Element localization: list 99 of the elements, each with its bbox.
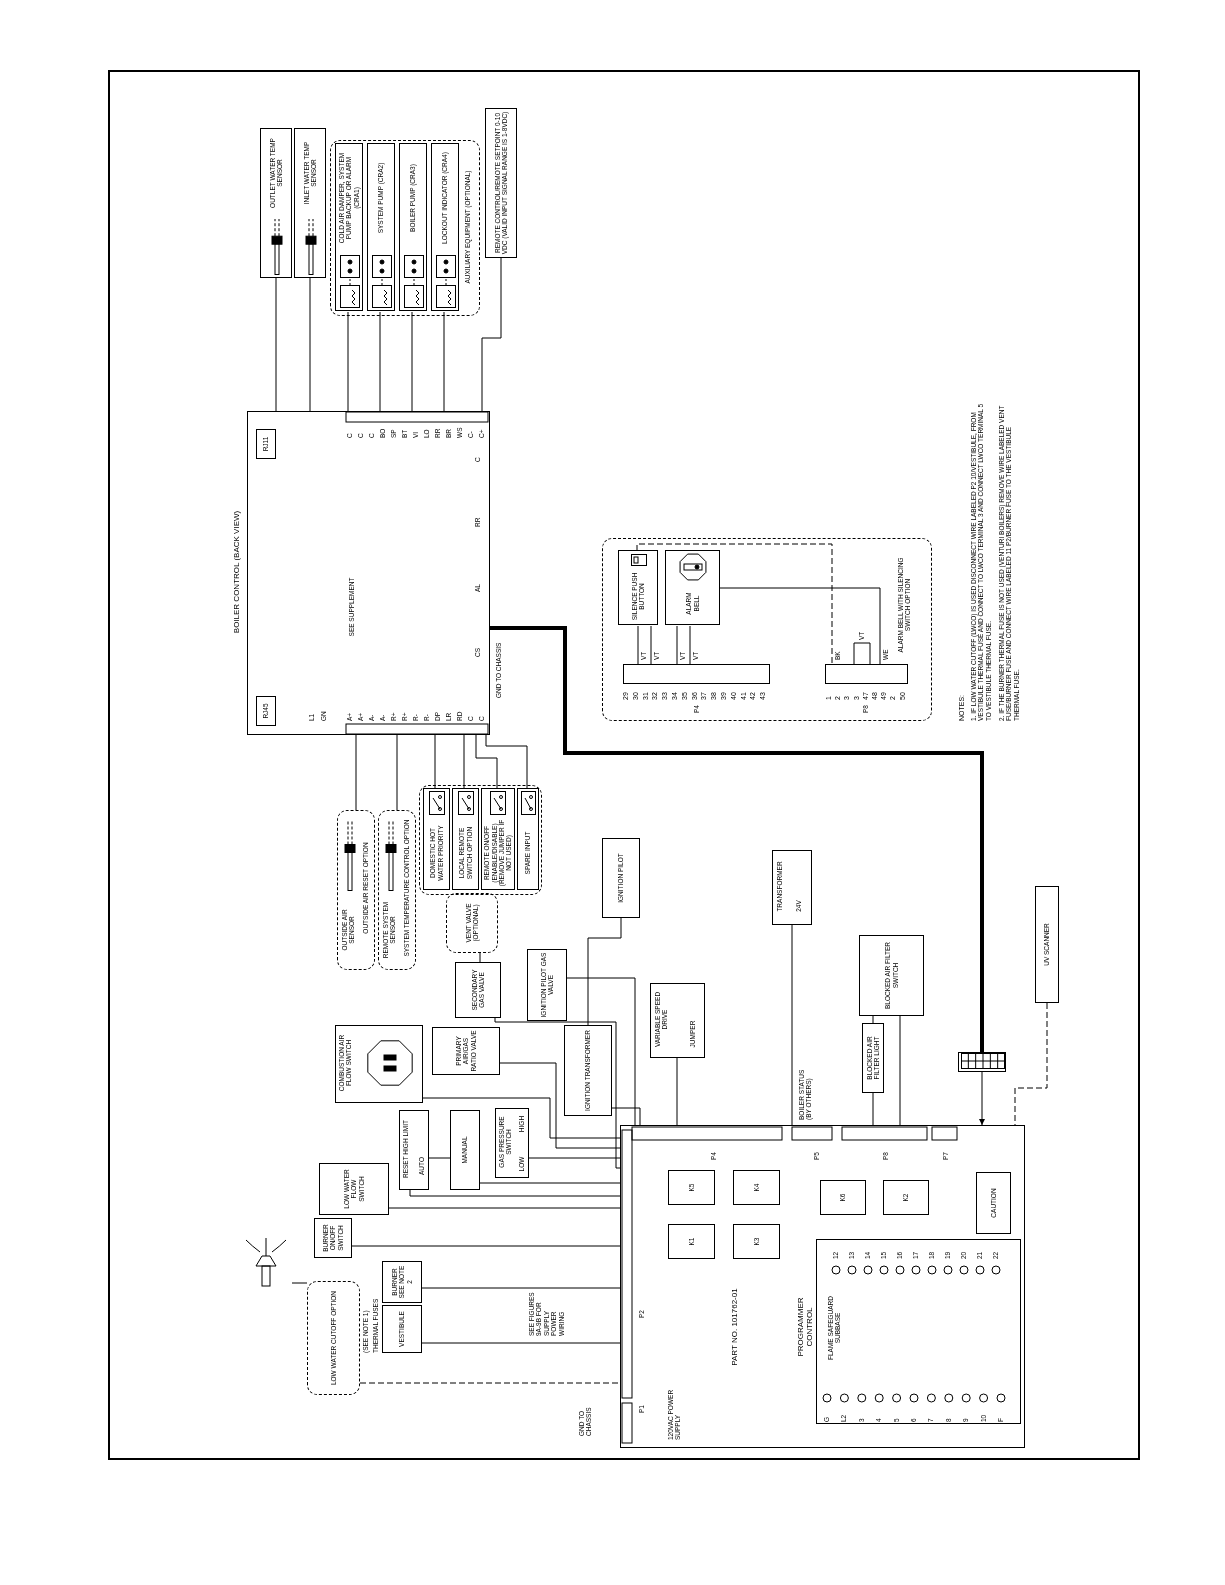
wire (481, 257, 502, 412)
wire (396, 734, 398, 811)
filter-switch (859, 935, 924, 1016)
wire (479, 952, 481, 963)
wire (872, 1092, 874, 1126)
relay (367, 143, 395, 311)
limit-control (450, 1110, 480, 1190)
wire (676, 625, 678, 666)
limit-control (399, 1110, 429, 1190)
wire (479, 1182, 621, 1184)
relay-box (820, 1180, 866, 1215)
wire (428, 1157, 451, 1159)
relay (335, 143, 363, 311)
relay-box (883, 1180, 929, 1215)
wire (443, 311, 445, 412)
sensor-option-group (378, 810, 416, 970)
wire (718, 587, 881, 666)
toggle-switch (314, 1218, 352, 1258)
wire (388, 1207, 621, 1209)
wire (979, 1071, 985, 1126)
terminal-strip (825, 664, 908, 684)
wire (676, 1057, 678, 1126)
relay (399, 143, 427, 311)
jack (256, 429, 276, 459)
option-group (602, 538, 932, 721)
plug-connector (958, 1052, 1006, 1072)
wire (359, 1382, 621, 1384)
wire (409, 1189, 621, 1197)
relay-box (733, 1224, 780, 1259)
flame-scanner (1035, 886, 1059, 1003)
wire (355, 734, 357, 811)
relay-box (668, 1170, 715, 1205)
wire (347, 311, 349, 412)
temperature-sensor (260, 128, 292, 278)
wire (587, 917, 622, 1026)
wire (1014, 1002, 1048, 1126)
wire (275, 277, 277, 412)
relay-box (733, 1170, 780, 1205)
gas-valve (527, 949, 567, 1021)
wire (494, 1017, 621, 1169)
wire (650, 625, 652, 666)
pressure-switch (495, 1108, 529, 1178)
flow-switch (319, 1163, 389, 1215)
wire (309, 277, 311, 412)
input-switch (517, 788, 539, 890)
board-label: PART NO. 101762-01 (730, 1287, 740, 1368)
alarm-bell (665, 550, 720, 625)
wire (872, 1015, 874, 1024)
wire (499, 1062, 621, 1149)
wire (291, 1282, 308, 1284)
wire (485, 734, 528, 790)
wire (379, 311, 381, 412)
input-switch (481, 788, 515, 890)
relay (431, 143, 459, 311)
ignition-pilot (602, 838, 640, 918)
thermal-fuse (382, 1305, 422, 1353)
wire (611, 1107, 641, 1126)
component-label: BOILER CONTROL (BACK VIEW) (232, 509, 242, 636)
option-group (330, 140, 480, 316)
wire (899, 1015, 901, 1126)
sensor-option-group (337, 810, 375, 970)
wire (421, 1287, 621, 1289)
control-board (620, 1125, 1025, 1448)
wire (636, 543, 833, 666)
option-group (307, 1281, 360, 1395)
air-flow-switch (335, 1025, 423, 1103)
input-switch (423, 788, 450, 890)
wire (351, 1245, 621, 1247)
valve-box (446, 893, 498, 953)
temperature-sensor (294, 128, 326, 278)
terminal-strip (623, 664, 770, 684)
thermal-fuse (382, 1261, 422, 1303)
transformer (772, 850, 812, 925)
caution-label (976, 1172, 1011, 1234)
wire (434, 734, 436, 790)
wire (475, 734, 498, 790)
indicator-light (862, 1023, 884, 1093)
drive-box (650, 983, 705, 1058)
wire (463, 734, 465, 790)
wire (637, 625, 639, 666)
wire (791, 924, 793, 1126)
wire (689, 625, 691, 666)
wire (566, 977, 636, 1126)
gas-valve (455, 962, 501, 1018)
input-switch (452, 788, 479, 890)
subbase (816, 1239, 1021, 1424)
jack (256, 696, 276, 726)
wire (411, 311, 413, 412)
relay-box (668, 1224, 715, 1259)
wire (528, 1157, 621, 1159)
board-label: PROGRAMMER CONTROL (796, 1296, 815, 1359)
wire (421, 1342, 621, 1344)
gas-valve (432, 1027, 500, 1075)
input-terminal-box (485, 108, 517, 258)
wire (490, 626, 984, 1052)
wire (422, 1097, 621, 1139)
ignition-transformer (564, 1025, 612, 1116)
push-button (618, 550, 658, 625)
option-group (419, 785, 542, 895)
